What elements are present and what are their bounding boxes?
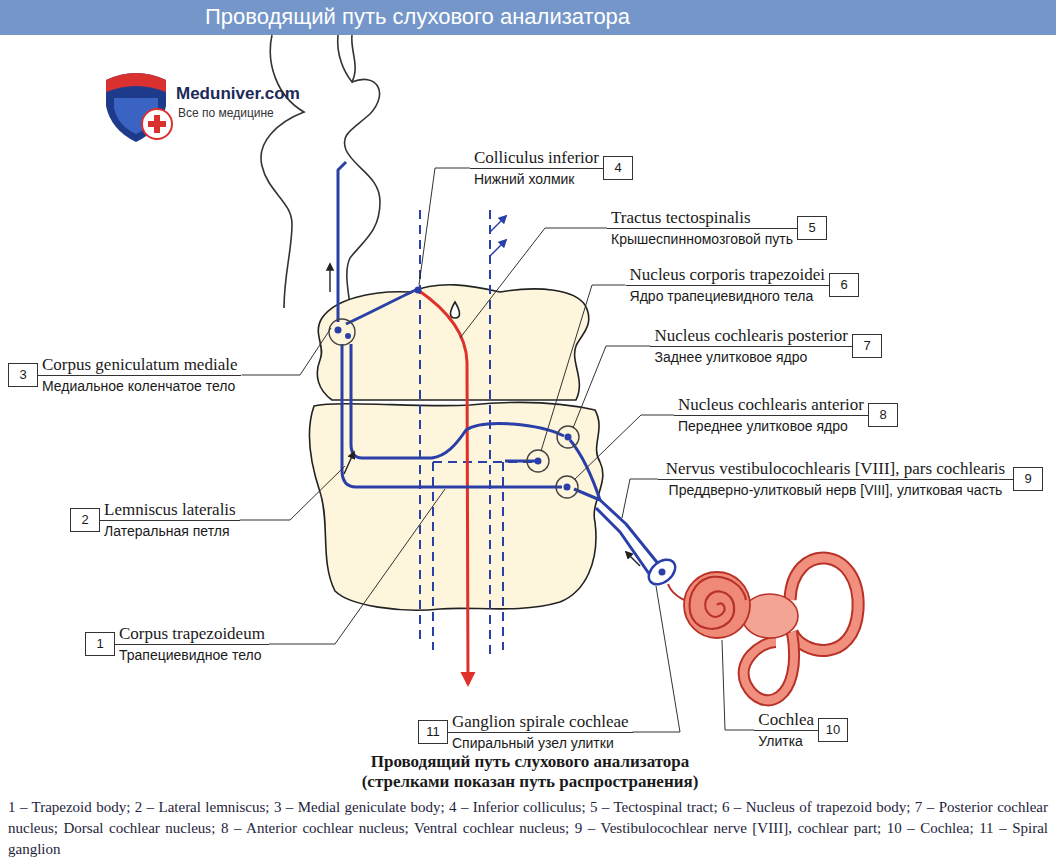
callout-rule — [115, 644, 269, 645]
callout-label: Nucleus cochlearis posteriorЗаднее улитк… — [650, 326, 882, 366]
leader-line — [269, 489, 445, 644]
callout-rule — [448, 732, 633, 733]
callout: Nucleus corporis trapezoideiЯдро трапеци… — [626, 265, 859, 305]
callout-label: Nervus vestibulocochlearis [VIII], pars … — [658, 459, 1043, 499]
leader-line — [460, 228, 607, 338]
callout-rule — [38, 375, 241, 376]
callout-number: 3 — [8, 363, 38, 387]
callout: Nucleus cochlearis posteriorЗаднее улитк… — [650, 326, 882, 366]
leader-line — [240, 466, 345, 520]
leader-line — [241, 328, 331, 375]
logo-shield — [106, 73, 172, 142]
caption: Проводящий путь слухового анализатора (с… — [345, 752, 715, 792]
callout: CochleaУлитка10 — [754, 710, 848, 750]
callout-label: Nucleus cochlearis anteriorПереднее улит… — [674, 395, 898, 435]
russian-term: Медиальное коленчатое тело — [38, 376, 241, 395]
latin-term: Nucleus cochlearis anterior — [674, 395, 868, 415]
leader-line — [622, 479, 658, 518]
callout-number: 10 — [818, 718, 848, 742]
callout-rule — [650, 346, 852, 347]
russian-term: Ядро трапециевидного тела — [626, 286, 829, 305]
callout: Tractus tectospinalisКрышеспинномозговой… — [607, 208, 827, 248]
direction-arrows — [330, 264, 640, 566]
callout-rule — [754, 730, 818, 731]
nucleus-circles — [329, 319, 680, 589]
russian-term: Нижний холмик — [470, 169, 603, 188]
logo-text: Meduniver.com — [176, 84, 300, 104]
latin-term: Lemniscus lateralis — [100, 500, 240, 520]
russian-term: Латеральная петля — [100, 521, 240, 540]
callout-number: 9 — [1013, 467, 1043, 491]
callout-label: Tractus tectospinalisКрышеспинномозговой… — [607, 208, 827, 248]
callout-rule — [607, 228, 797, 229]
callout: Nucleus cochlearis anteriorПереднее улит… — [674, 395, 898, 435]
callout: Corpus geniculatum medialeМедиальное кол… — [8, 355, 241, 395]
callout: Ganglion spirale cochleaeСпиральный узел… — [418, 712, 633, 752]
legend-text: 1 – Trapezoid body; 2 – Lateral lemniscu… — [8, 797, 1048, 860]
latin-term: Nucleus corporis trapezoidei — [626, 265, 829, 285]
dashed-tracts — [420, 210, 538, 660]
callout-number: 7 — [852, 334, 882, 358]
callout-rule — [626, 285, 829, 286]
callout-rule — [100, 520, 240, 521]
cortex-outline — [261, 35, 380, 308]
callout-number: 5 — [797, 216, 827, 240]
title-text: Проводящий путь слухового анализатора — [205, 3, 630, 31]
russian-term: Спиральный узел улитки — [448, 733, 633, 752]
callout-number: 2 — [70, 508, 100, 532]
callout: Colliculus inferiorНижний холмик4 — [470, 148, 633, 188]
callout-number: 8 — [868, 403, 898, 427]
callout-label: Nucleus corporis trapezoideiЯдро трапеци… — [626, 265, 859, 305]
brainstem-outline — [309, 285, 603, 610]
callout-rule — [674, 415, 868, 416]
callout-number: 1 — [85, 632, 115, 656]
callout-rule — [470, 168, 603, 169]
cochlea — [668, 558, 858, 700]
callout-rule — [658, 479, 1013, 480]
dashed-tract-arrows — [490, 216, 506, 256]
russian-term: Переднее улитковое ядро — [674, 416, 868, 435]
russian-term: Трапециевидное тело — [115, 645, 269, 664]
callout: Corpus trapezoideumТрапециевидное тело1 — [85, 624, 269, 664]
leader-line — [722, 640, 754, 730]
callout-label: Corpus geniculatum medialeМедиальное кол… — [8, 355, 241, 395]
latin-term: Nucleus cochlearis posterior — [650, 326, 852, 346]
callout-label: Ganglion spirale cochleaeСпиральный узел… — [418, 712, 633, 752]
callout-number: 11 — [418, 720, 448, 744]
latin-term: Corpus trapezoideum — [115, 624, 269, 644]
leader-line — [573, 346, 650, 428]
callout-number: 4 — [603, 156, 633, 180]
russian-term: Преддверно-улитковый нерв [VIII], улитко… — [658, 480, 1013, 499]
russian-term: Заднее улитковое ядро — [650, 347, 852, 366]
leader-line — [541, 285, 626, 451]
latin-term: Nervus vestibulocochlearis [VIII], pars … — [658, 459, 1013, 479]
latin-term: Colliculus inferior — [470, 148, 603, 168]
callout: Nervus vestibulocochlearis [VIII], pars … — [658, 459, 1043, 499]
callout: Lemniscus lateralisЛатеральная петля2 — [70, 500, 240, 540]
leader-line — [574, 415, 674, 480]
logo-tagline: Все по медицине — [178, 106, 274, 120]
latin-term: Cochlea — [754, 710, 818, 730]
neuron-dots — [335, 287, 666, 576]
leader-line — [419, 168, 470, 285]
latin-term: Ganglion spirale cochleae — [448, 712, 633, 732]
latin-term: Corpus geniculatum mediale — [38, 355, 241, 375]
russian-term: Крышеспинномозговой путь — [607, 229, 797, 248]
latin-term: Tractus tectospinalis — [607, 208, 797, 228]
callout-number: 6 — [829, 273, 859, 297]
russian-term: Улитка — [754, 731, 818, 750]
leader-line — [633, 586, 680, 732]
